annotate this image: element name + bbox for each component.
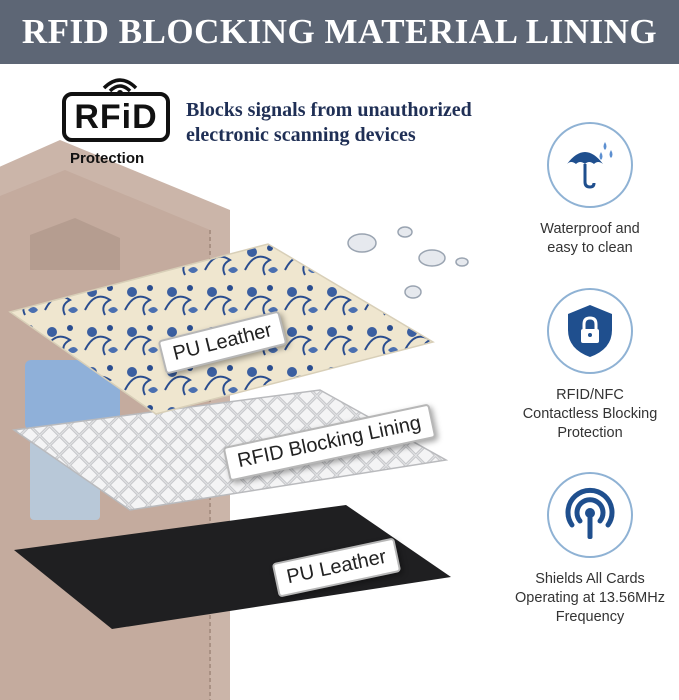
rfid-logo: RFiD Protection	[62, 74, 172, 174]
title-banner: RFID BLOCKING MATERIAL LINING	[0, 0, 679, 64]
rfid-mark-text: RFiD	[74, 97, 158, 136]
headline-line-2: electronic scanning devices	[186, 124, 416, 146]
banner-title: RFID BLOCKING MATERIAL LINING	[21, 12, 658, 51]
signal-tower-icon	[565, 487, 615, 539]
feature-label: Shields All Cards Operating at 13.56MHz …	[515, 571, 665, 625]
water-droplets	[347, 226, 469, 299]
headline: Blocks signals from unauthorized electro…	[186, 98, 526, 148]
umbrella-rain-icon	[567, 142, 613, 189]
feature-icon-circle	[547, 122, 633, 208]
feature-frequency: Shields All Cards Operating at 13.56MHz …	[510, 472, 670, 627]
feature-waterproof: Waterproof and easy to clean	[510, 122, 670, 258]
feature-icon-circle	[547, 288, 633, 374]
feature-rfid-nfc: RFID/NFC Contactless Blocking Protection	[510, 288, 670, 443]
feature-label: RFID/NFC Contactless Blocking Protection	[522, 387, 658, 441]
shield-lock-icon	[568, 305, 612, 357]
bottom-leather-layer	[14, 505, 451, 629]
rfid-mark: RFiD	[62, 92, 170, 142]
headline-line-1: Blocks signals from unauthorized	[186, 99, 472, 121]
feature-icon-circle	[547, 472, 633, 558]
rfid-caption: Protection	[70, 150, 145, 167]
feature-label: Waterproof and easy to clean	[540, 221, 640, 256]
